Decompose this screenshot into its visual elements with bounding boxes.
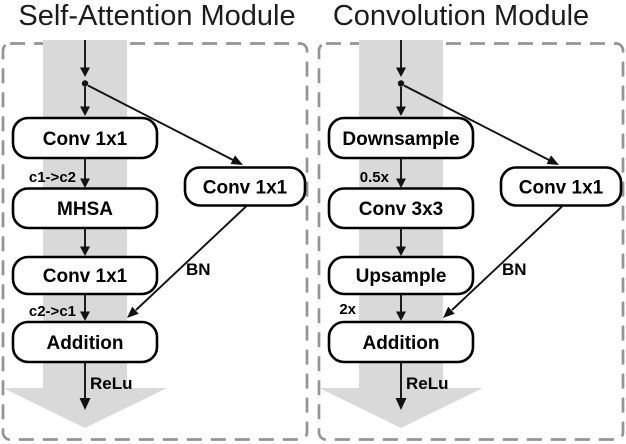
arrowhead-icon	[80, 311, 90, 321]
node-addition	[11, 320, 159, 364]
dashed-module-border	[317, 42, 625, 441]
node-downsample	[327, 116, 475, 160]
module-title: Convolution Module	[333, 0, 589, 32]
arrowhead-icon	[80, 178, 90, 188]
bn-label: BN	[502, 260, 527, 279]
skip-branch-line	[87, 84, 234, 161]
module-title: Self-Attention Module	[18, 0, 295, 32]
node-conv3x3	[327, 187, 475, 230]
arrowhead-icon	[80, 106, 90, 116]
node-label: Conv 1x1	[519, 178, 604, 199]
arrowhead-icon	[396, 67, 406, 77]
node-label: MHSA	[57, 199, 113, 220]
arrowhead-icon	[230, 155, 243, 165]
skip-branch-line	[403, 84, 550, 161]
arrowhead-icon	[396, 246, 406, 256]
channel-label-c2c1: c2->c1	[29, 303, 76, 320]
branch-junction-dot	[81, 80, 89, 87]
bn-branch-line	[451, 205, 563, 311]
node-label: Conv 1x1	[43, 129, 128, 150]
arrowhead-icon	[127, 306, 139, 318]
node-label: Conv 1x1	[43, 266, 128, 287]
node-label: Upsample	[356, 266, 447, 287]
convolution-module: Convolution Module Downsample Conv 3x3 U…	[317, 0, 625, 441]
node-conv1x1-2	[11, 255, 159, 296]
node-side-conv1x1	[183, 166, 307, 207]
dashed-module-border	[1, 42, 309, 441]
node-upsample	[327, 255, 475, 296]
arrowhead-icon	[443, 306, 455, 318]
arrowhead-icon	[395, 398, 407, 410]
bn-label: BN	[186, 260, 211, 279]
node-label: Addition	[362, 333, 439, 354]
arrowhead-icon	[80, 67, 90, 77]
relu-label: ReLu	[90, 374, 133, 393]
arrowhead-icon	[79, 398, 91, 410]
arrowhead-icon	[396, 106, 406, 116]
scale-label-05x: 0.5x	[360, 169, 390, 186]
arrowhead-icon	[546, 155, 559, 165]
node-conv1x1-1	[11, 116, 159, 160]
relu-label: ReLu	[406, 374, 449, 393]
node-addition	[327, 320, 475, 364]
channel-label-c1c2: c1->c2	[29, 169, 76, 186]
bn-branch-line	[135, 205, 247, 311]
node-mhsa	[11, 187, 159, 230]
node-label: Conv 3x3	[359, 199, 443, 220]
arrowhead-icon	[396, 311, 406, 321]
self-attention-module: Self-Attention Module Conv 1x1 MHSA Conv…	[1, 0, 309, 441]
node-label: Addition	[46, 333, 123, 354]
node-label: Downsample	[342, 129, 459, 150]
scale-label-2x: 2x	[339, 301, 356, 318]
branch-junction-dot	[397, 80, 405, 87]
node-side-conv1x1	[499, 166, 623, 207]
arrowhead-icon	[396, 178, 406, 188]
arrowhead-icon	[80, 246, 90, 256]
node-label: Conv 1x1	[203, 178, 288, 199]
